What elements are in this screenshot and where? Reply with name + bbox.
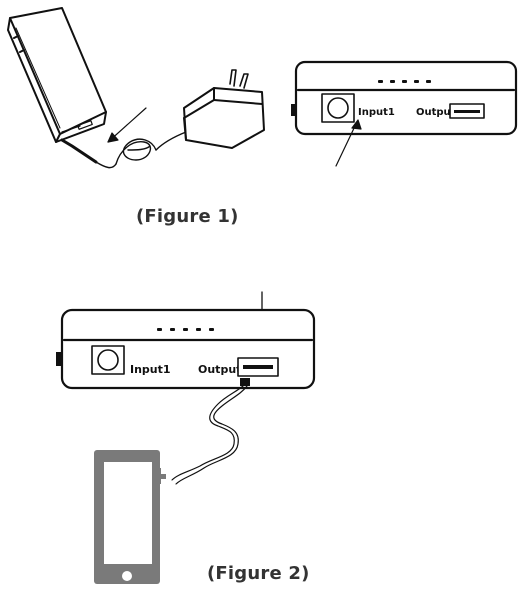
led-indicators-1 [378, 80, 431, 83]
wall-adapter [183, 69, 265, 149]
smartphone [94, 450, 166, 584]
input1-port-1 [321, 93, 355, 123]
output1-label-1: Output1 [416, 107, 462, 118]
charger-cable [60, 131, 187, 169]
pointer-arrow-1a [107, 107, 147, 143]
figure-2-caption: (Figure 2) [207, 563, 310, 584]
power-bank-perspective [7, 7, 107, 143]
figure-1-caption: (Figure 1) [136, 206, 239, 227]
pointer-arrow-1b [335, 119, 362, 167]
usb-cable [171, 378, 250, 485]
led-indicators-2 [157, 328, 214, 331]
power-bank-end-port [61, 120, 93, 133]
usb-output-port-2 [237, 357, 279, 377]
input1-label-2: Input1 [130, 363, 171, 376]
input1-port-2 [91, 345, 125, 375]
input1-label-1: Input1 [358, 107, 395, 118]
output1-label-2: Output1 [198, 363, 249, 376]
usb-output-port-1 [449, 103, 485, 119]
